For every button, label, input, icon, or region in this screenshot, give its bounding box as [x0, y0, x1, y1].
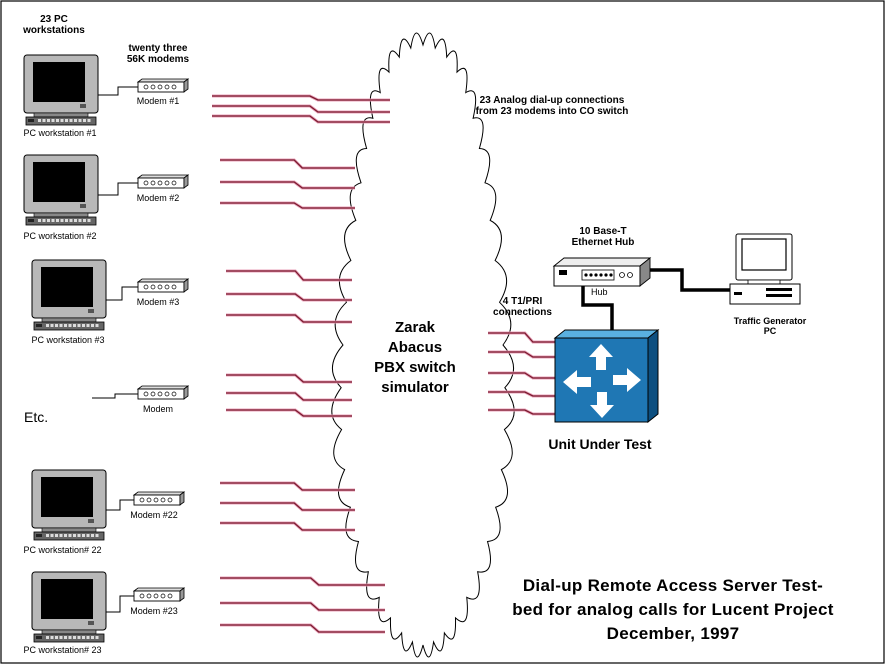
hub-title-label: 10 Base-T Ethernet Hub: [571, 226, 635, 248]
t1-line: [488, 350, 555, 359]
dial-up-line: [226, 373, 352, 384]
pc-workstation-label: PC workstation# 22: [23, 545, 102, 555]
modem-label: Modem #3: [136, 297, 180, 307]
dial-up-line: [220, 501, 355, 512]
dial-up-line: [212, 94, 390, 102]
dial-up-line: [226, 313, 352, 324]
modems-header-label: twenty three 56K modems: [126, 43, 190, 65]
serial-cable: [106, 286, 138, 301]
t1-connections-label: 4 T1/PRI connections: [493, 296, 552, 318]
dial-up-line: [212, 104, 390, 114]
pc-workstation-icon: [31, 259, 107, 331]
modem-icon: [136, 278, 190, 293]
pc-workstation-label: PC workstation #1: [23, 128, 97, 138]
pc-workstation-icon: [31, 571, 107, 643]
analog-note-label: 23 Analog dial-up connections from 23 mo…: [475, 95, 629, 117]
traffic-generator-label: Traffic Generator PC: [733, 316, 807, 336]
t1-line: [488, 390, 555, 398]
router-icon: [553, 328, 660, 424]
pc-workstation-icon: [23, 54, 99, 126]
serial-cable: [98, 182, 138, 196]
t1-line: [488, 408, 555, 416]
pc-workstation-label: PC workstation #3: [31, 335, 105, 345]
dial-up-line: [220, 481, 355, 492]
modem-icon: [136, 385, 190, 400]
modem-icon: [136, 78, 190, 93]
ethernet-hub-icon: [552, 257, 652, 287]
etc-label: Etc.: [24, 409, 49, 425]
pc-header-label: 23 PC workstations: [23, 14, 85, 36]
modem-label: Modem: [142, 404, 173, 414]
t1-line: [488, 371, 555, 380]
serial-cable: [92, 393, 138, 399]
diagram-title: Dial-up Remote Access Server Test- bed f…: [512, 576, 834, 643]
dial-up-line: [220, 623, 385, 634]
modem-icon: [132, 587, 186, 602]
serial-cable: [106, 595, 134, 613]
pc-workstation-label: PC workstation #2: [23, 231, 97, 241]
hub-to-pc-cable: [650, 268, 730, 292]
unit-under-test-label: Unit Under Test: [548, 436, 652, 452]
modem-label: Modem #22: [130, 510, 178, 520]
t1-line: [488, 331, 555, 344]
dial-up-line: [220, 521, 355, 532]
pc-workstation-icon: [31, 469, 107, 541]
dial-up-line: [226, 292, 352, 302]
dial-up-line: [226, 269, 352, 282]
serial-cable: [106, 499, 134, 511]
desktop-pc-icon: [729, 233, 801, 305]
dial-up-line: [220, 576, 385, 587]
modem-label: Modem #23: [130, 606, 178, 616]
dial-up-line: [226, 391, 352, 402]
dial-up-line: [220, 601, 385, 612]
modem-label: Modem #1: [136, 96, 180, 106]
pc-workstation-label: PC workstation# 23: [23, 645, 102, 655]
cloud-icon: [331, 32, 515, 658]
dial-up-line: [212, 114, 390, 124]
dial-up-line: [220, 158, 355, 170]
modem-icon: [136, 174, 190, 189]
modem-icon: [132, 491, 186, 506]
hub-small-label: Hub: [591, 287, 608, 297]
modem-label: Modem #2: [136, 193, 180, 203]
dial-up-line: [226, 408, 352, 418]
cloud-label: Zarak Abacus PBX switch simulator: [374, 319, 456, 396]
hub-to-uut-cable: [581, 286, 614, 332]
pc-workstation-icon: [23, 154, 99, 226]
dial-up-line: [220, 180, 355, 190]
serial-cable: [98, 86, 138, 96]
cloud-outline: [331, 32, 515, 658]
dial-up-line: [220, 201, 355, 210]
